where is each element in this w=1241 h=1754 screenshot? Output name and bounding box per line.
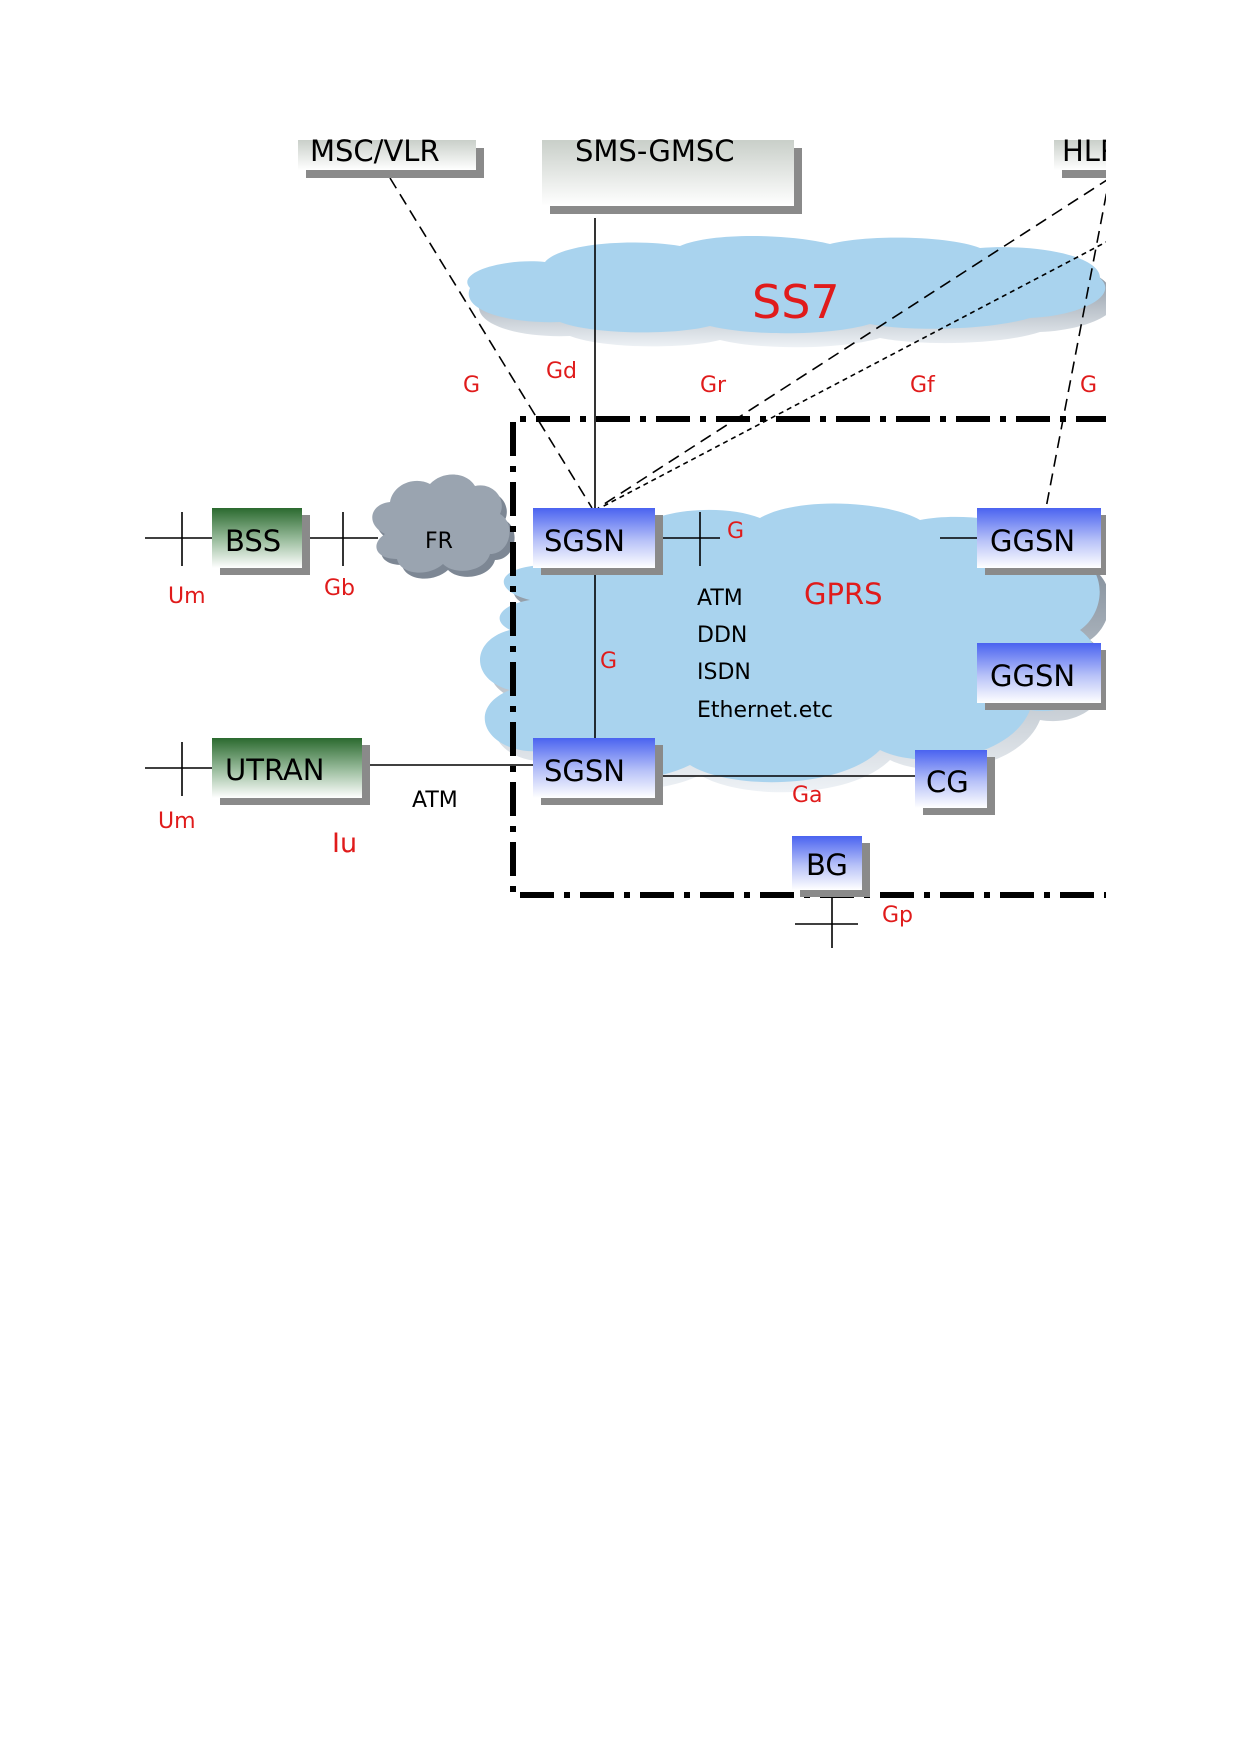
fr-cloud: FR: [372, 474, 515, 579]
cg-label: CG: [926, 765, 969, 799]
backbone-ethernet: Ethernet.etc: [697, 698, 833, 723]
utran-label: UTRAN: [225, 753, 324, 787]
backbone-isdn: ISDN: [697, 660, 751, 685]
hlr-label: HLR: [1062, 134, 1120, 168]
sgsn-node-top: SGSN: [533, 508, 663, 575]
backbone-ddn: DDN: [697, 623, 747, 648]
ggsn-node-top: GGSN: [977, 508, 1106, 575]
bg-label: BG: [806, 848, 848, 882]
sms-gmsc-node: SMS-GMSC: [542, 134, 802, 214]
iface-g-left: G: [463, 373, 480, 398]
hlr-node: HLR: [1054, 134, 1120, 178]
iface-ga: Ga: [792, 783, 823, 808]
sms-gmsc-label: SMS-GMSC: [575, 134, 735, 168]
ss7-cloud: SS7: [467, 236, 1106, 348]
iface-um-bottom: Um: [158, 809, 196, 834]
ggsn-mid-label: GGSN: [990, 659, 1075, 693]
sgsn-node-bottom: SGSN: [533, 738, 663, 805]
interface-labels: G Gd Gr Gf G G G Um Gb Um Iu Ga Gp ATM: [158, 359, 1097, 928]
ggsn-node-mid: GGSN: [977, 643, 1106, 710]
iface-iu: Iu: [332, 828, 357, 859]
iface-um-top: Um: [168, 584, 206, 609]
utran-node: UTRAN: [212, 738, 370, 805]
ggsn-top-label: GGSN: [990, 524, 1075, 558]
iface-gr: Gr: [700, 373, 727, 398]
iface-gp: Gp: [882, 903, 913, 928]
sgsn-top-label: SGSN: [544, 524, 625, 558]
sgsn-bottom-label: SGSN: [544, 754, 625, 788]
iface-gd: Gd: [546, 359, 577, 384]
iface-gf: Gf: [910, 373, 936, 398]
gprs-label: GPRS: [804, 577, 883, 611]
iface-g-sgsn-sgsn: G: [600, 649, 617, 674]
ss7-label: SS7: [752, 275, 840, 329]
msc-vlr-node: MSC/VLR: [298, 134, 484, 178]
fr-label: FR: [425, 529, 453, 554]
bss-label: BSS: [225, 524, 281, 558]
backbone-atm: ATM: [697, 586, 743, 611]
msc-vlr-label: MSC/VLR: [310, 134, 440, 168]
iu-transport-atm: ATM: [412, 788, 458, 813]
iface-g-right: G: [1080, 373, 1097, 398]
connections: [145, 177, 1106, 948]
bss-node: BSS: [212, 508, 310, 575]
bg-node: BG: [792, 836, 870, 897]
cg-node: CG: [915, 750, 995, 815]
iface-gb: Gb: [324, 576, 355, 601]
iface-g-sgsn-ggsn: G: [727, 519, 744, 544]
